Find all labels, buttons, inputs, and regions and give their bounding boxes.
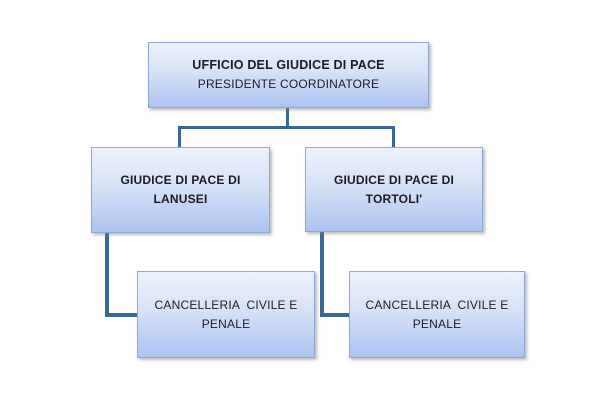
box-title-line: CANCELLERIA CIVILE E <box>154 297 298 312</box>
connector-horizontal-bar <box>178 126 395 129</box>
org-box-cancelleria-left: CANCELLERIA CIVILE E PENALE <box>137 271 315 358</box>
box-subtitle-line: PRESIDENTE COORDINATORE <box>197 77 380 91</box>
connector-top-stub <box>286 108 289 128</box>
connector-left-elbow-horizontal <box>105 313 137 317</box>
connector-drop-right <box>392 126 395 147</box>
connector-right-elbow-vertical <box>320 232 324 317</box>
org-box-giudice-tortoli: GIUDICE DI PACE DI TORTOLI' <box>305 147 483 232</box>
box-title-line: CANCELLERIA CIVILE E <box>365 297 509 312</box>
box-title-line: LANUSEI <box>153 192 208 206</box>
box-title-line: UFFICIO DEL GIUDICE DI PACE <box>192 58 385 72</box>
box-title-line: TORTOLI' <box>365 191 423 206</box>
connector-drop-left <box>178 126 181 147</box>
org-box-cancelleria-right: CANCELLERIA CIVILE E PENALE <box>349 271 525 358</box>
org-box-ufficio-giudice-di-pace: UFFICIO DEL GIUDICE DI PACE PRESIDENTE C… <box>148 42 429 108</box>
box-title-line: PENALE <box>201 316 251 331</box>
box-title-line: GIUDICE DI PACE DI <box>333 172 455 187</box>
box-title-line: PENALE <box>412 316 462 331</box>
org-box-giudice-lanusei: GIUDICE DI PACE DI LANUSEI <box>91 147 270 233</box>
box-title-line: GIUDICE DI PACE DI <box>120 173 241 187</box>
connector-right-elbow-horizontal <box>320 313 349 317</box>
connector-left-elbow-vertical <box>105 233 109 317</box>
